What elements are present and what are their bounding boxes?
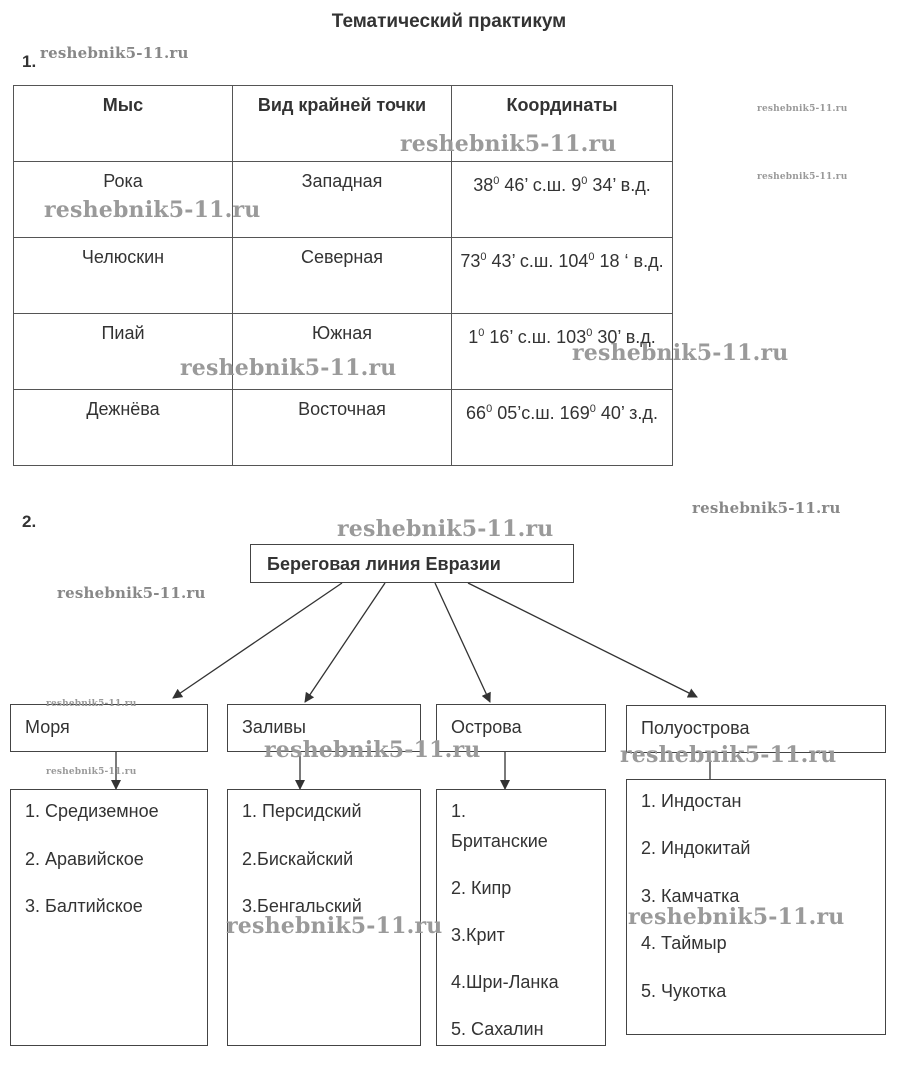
cell-coordinates: 10 16’ с.ш. 1030 30’ в.д. [451, 313, 673, 390]
cell-coordinates: 730 43’ с.ш. 1040 18 ‘ в.д. [451, 237, 673, 314]
category-box-seas: Моря [10, 704, 208, 752]
list-item: Британские [451, 831, 548, 851]
list-item: 5. Сахалин [451, 1019, 544, 1039]
cell-point-type: Западная [232, 161, 452, 238]
table-row: Челюскин Северная 730 43’ с.ш. 1040 18 ‘… [13, 237, 673, 314]
list-gulfs: 1. Персидский 2.Бискайский 3.Бенгальский [227, 789, 421, 1046]
list-item: 1. [451, 801, 467, 821]
cell-point-type: Южная [232, 313, 452, 390]
watermark: reshebnik5-11.ru [337, 516, 554, 542]
category-box-islands: Острова [436, 704, 606, 752]
list-item: 3.Крит [451, 925, 505, 945]
list-item: 3.Бенгальский [242, 896, 362, 916]
watermark: reshebnik5-11.ru [620, 742, 837, 768]
watermark: reshebnik5-11.ru [226, 913, 443, 939]
list-item: 3. Камчатка [641, 886, 740, 906]
list-item: 1. Индостан [641, 791, 742, 811]
list-item: 3. Балтийское [25, 896, 143, 916]
root-box: Береговая линия Евразии [250, 544, 574, 583]
arrow-to-peninsulas [467, 582, 698, 698]
category-label-gulfs: Заливы [242, 717, 306, 737]
cell-coordinates: 380 46’ с.ш. 90 34’ в.д. [451, 161, 673, 238]
header-coordinates: Координаты [451, 85, 673, 162]
watermark: reshebnik5-11.ru [572, 340, 789, 366]
cell-cape: Дежнёва [13, 389, 233, 466]
watermark: reshebnik5-11.ru [46, 699, 137, 709]
list-item: 5. Чукотка [641, 981, 727, 1001]
watermark: reshebnik5-11.ru [400, 131, 617, 157]
watermark: reshebnik5-11.ru [692, 499, 841, 517]
cell-point-type: Северная [232, 237, 452, 314]
watermark: reshebnik5-11.ru [628, 904, 845, 930]
list-item: 1. Средиземное [25, 801, 159, 821]
page-title: Тематический практикум [331, 11, 567, 32]
category-label-peninsulas: Полуострова [641, 718, 750, 738]
watermark: reshebnik5-11.ru [44, 197, 261, 223]
category-label-islands: Острова [451, 717, 522, 737]
list-peninsulas: 1. Индостан 2. Индокитай 3. Камчатка 4. … [626, 779, 886, 1035]
category-label-seas: Моря [25, 717, 70, 737]
list-item: 1. Персидский [242, 801, 362, 821]
cell-cape: Рока [13, 161, 233, 238]
list-item: 4. Таймыр [641, 933, 727, 953]
list-islands: 1. Британские 2. Кипр 3.Крит 4.Шри-Ланка… [436, 789, 606, 1046]
watermark: reshebnik5-11.ru [57, 584, 206, 602]
watermark: reshebnik5-11.ru [40, 44, 189, 62]
watermark: reshebnik5-11.ru [180, 355, 397, 381]
list-item: 2. Индокитай [641, 838, 751, 858]
cell-coordinates: 660 05’с.ш. 1690 40’ з.д. [451, 389, 673, 466]
list-seas: 1. Средиземное 2. Аравийское 3. Балтийск… [10, 789, 208, 1046]
cell-point-type: Восточная [232, 389, 452, 466]
table-row: Рока Западная 380 46’ с.ш. 90 34’ в.д. [13, 161, 673, 238]
table-row: Пиай Южная 10 16’ с.ш. 1030 30’ в.д. [13, 313, 673, 390]
capes-table: Мыс Вид крайней точки Координаты Рока За… [13, 85, 673, 466]
cell-cape: Пиай [13, 313, 233, 390]
task-1-number: 1. [22, 52, 37, 71]
watermark: reshebnik5-11.ru [757, 104, 848, 114]
list-item: 4.Шри-Ланка [451, 972, 559, 992]
list-item: 2. Аравийское [25, 849, 144, 869]
arrow-to-gulfs [304, 582, 386, 703]
root-label: Береговая линия Евразии [267, 554, 501, 574]
table-row: Дежнёва Восточная 660 05’с.ш. 1690 40’ з… [13, 389, 673, 466]
category-box-gulfs: Заливы [227, 704, 421, 752]
watermark: reshebnik5-11.ru [264, 737, 481, 763]
list-item: 2.Бискайский [242, 849, 354, 869]
watermark: reshebnik5-11.ru [46, 767, 137, 777]
cell-cape: Челюскин [13, 237, 233, 314]
arrow-to-seas [172, 582, 343, 699]
arrow-to-islands [434, 582, 491, 703]
watermark: reshebnik5-11.ru [757, 172, 848, 182]
list-item: 2. Кипр [451, 878, 512, 898]
task-2-number: 2. [22, 512, 37, 531]
category-box-peninsulas: Полуострова [626, 705, 886, 753]
table-header-row: Мыс Вид крайней точки Координаты [13, 85, 673, 162]
header-cape: Мыс [13, 85, 233, 162]
